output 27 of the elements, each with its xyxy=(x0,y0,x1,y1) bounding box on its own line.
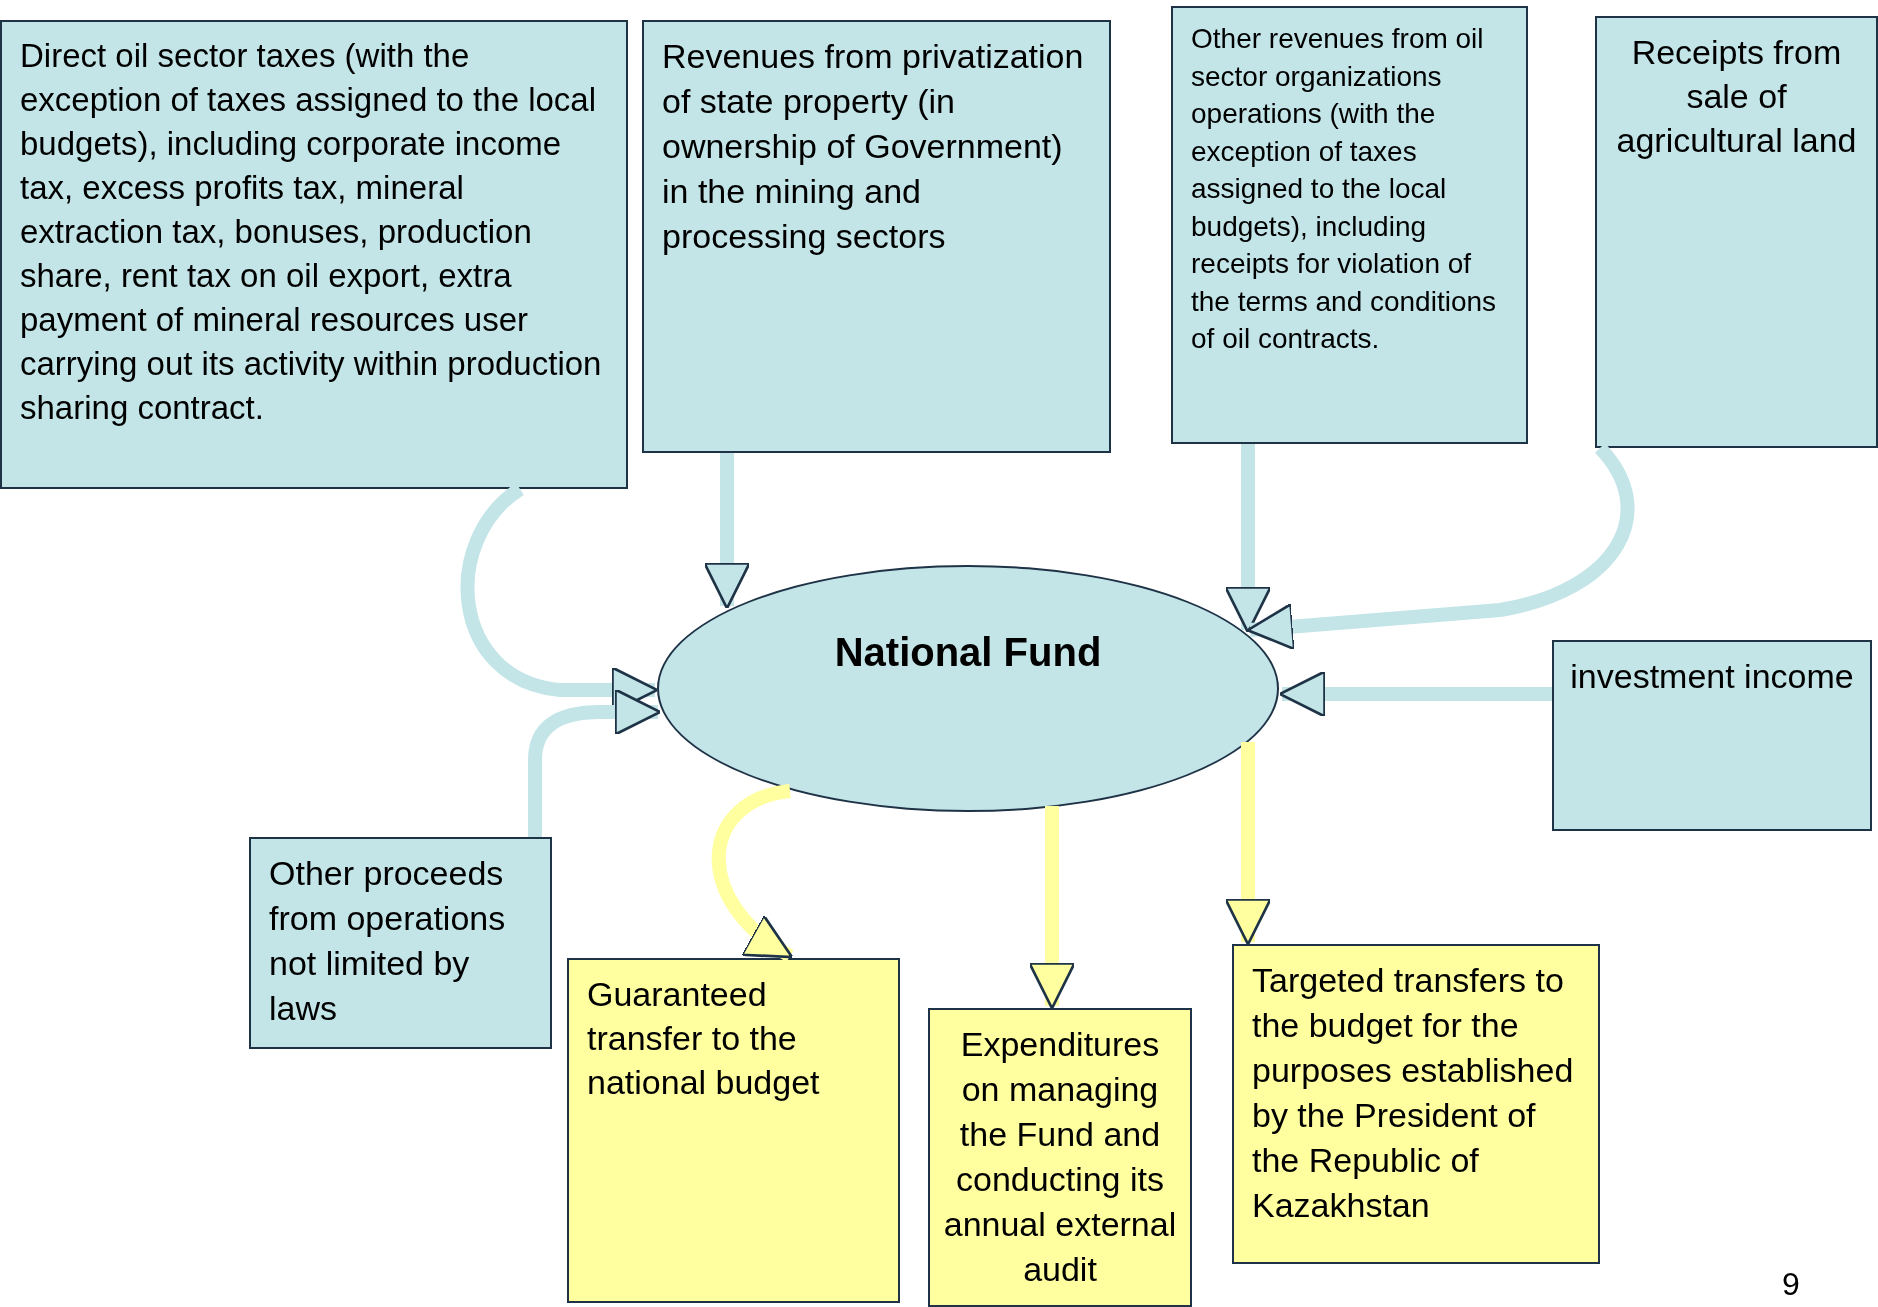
text-box xyxy=(1232,944,1600,1264)
page-number: 9 xyxy=(1782,1265,1800,1304)
node-text: Receipts from sale of agricultural land xyxy=(1615,32,1858,161)
text-box xyxy=(1171,6,1528,444)
node-text: Revenues from privatization of state property (in ownership of Government) in the mining and processing sectors xyxy=(662,36,1085,257)
text-box xyxy=(0,20,628,489)
node-text: National Fund xyxy=(833,629,1103,676)
text-box xyxy=(928,1008,1192,1307)
block-arrow xyxy=(1224,444,1272,634)
node-text: Expenditures on managing the Fund and conducting its annual external audit xyxy=(942,1024,1178,1290)
node-text: Direct oil sector taxes (with the exception of taxes assigned to the local budgets), including corporate income tax, excess profits tax, mineral extraction tax, bonuses, production share, rent tax on oil export, extra payment of mineral resources user carrying out its activity within production sharing contract. xyxy=(20,36,603,428)
text-box xyxy=(567,958,900,1303)
block-arrow xyxy=(703,453,751,610)
text-box xyxy=(1595,16,1878,448)
node-text: Guaranteed transfer to the national budget xyxy=(587,974,821,1103)
node-text: Other revenues from oil sector organizations operations (with the exception of taxes assigned to the local budgets), including receipts for violation of the terms and conditions of oil contracts. xyxy=(1191,22,1498,356)
text-box xyxy=(249,837,552,1049)
node-text: investment income xyxy=(1569,656,1855,697)
node-text: Targeted transfers to the budget for the purposes established by the President of the Republic of Kazakhstan xyxy=(1252,960,1575,1226)
block-arrow xyxy=(1246,443,1635,651)
block-arrow xyxy=(1028,806,1076,1010)
text-box xyxy=(642,20,1111,453)
block-arrow xyxy=(1278,670,1552,718)
block-arrow xyxy=(1224,742,1272,946)
node-text: Other proceeds from operations not limited by laws xyxy=(269,853,507,1029)
text-box xyxy=(1552,640,1872,831)
block-arrow xyxy=(528,688,662,837)
